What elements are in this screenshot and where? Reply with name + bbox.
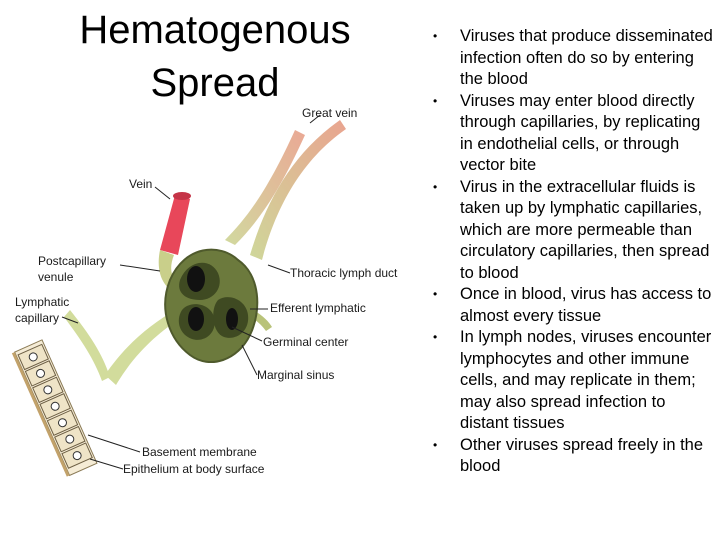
lymphatic-capillary-tail xyxy=(64,310,110,381)
label-thoracic-duct: Thoracic lymph duct xyxy=(290,266,398,280)
bullet-dot: • xyxy=(433,179,438,194)
thoracic-duct-vessel xyxy=(250,120,346,260)
label-efferent: Efferent lymphatic xyxy=(270,301,366,315)
label-basement: Basement membrane xyxy=(142,445,257,459)
leader-basement xyxy=(87,434,141,453)
bullet-text: Viruses that produce disseminated infect… xyxy=(460,27,713,88)
label-marginal: Marginal sinus xyxy=(257,368,334,382)
label-vein: Vein xyxy=(129,177,152,191)
vein-opening xyxy=(173,192,191,200)
germinal-center-dark-2 xyxy=(188,307,204,331)
bullet-item: • Once in blood, virus has access to almo… xyxy=(425,284,715,327)
bullet-item: • Viruses that produce disseminated infec… xyxy=(425,26,715,91)
leader-vein xyxy=(154,186,171,200)
bullet-dot: • xyxy=(433,287,438,301)
leader-epithelium xyxy=(89,458,124,470)
bullet-text: Virus in the extracellular fluids is tak… xyxy=(460,177,710,282)
lymphatic-capillary-vessel xyxy=(105,310,182,385)
bullet-item: • Viruses may enter blood directly throug… xyxy=(425,91,715,177)
bullet-dot: • xyxy=(433,330,438,344)
epithelium-column xyxy=(11,339,98,477)
label-postcapillary-2: venule xyxy=(38,270,74,284)
vein-vessel xyxy=(160,195,190,255)
label-epithelium: Epithelium at body surface xyxy=(123,462,265,476)
leader-lymphatic xyxy=(61,316,79,324)
label-germinal: Germinal center xyxy=(263,335,348,349)
leader-marginal xyxy=(241,344,258,376)
label-lymphatic-1: Lymphatic xyxy=(15,295,69,309)
germinal-center-dark-1 xyxy=(187,266,205,292)
bullet-text: Once in blood, virus has access to almos… xyxy=(460,285,712,325)
leader-germinal xyxy=(231,326,263,342)
label-great-vein: Great vein xyxy=(302,106,357,120)
label-postcapillary-1: Postcapillary xyxy=(38,254,106,268)
bullet-dot: • xyxy=(433,437,438,452)
bullet-text: Other viruses spread freely in the blood xyxy=(460,435,704,476)
leader-great-vein xyxy=(309,114,321,124)
label-lymphatic-2: capillary xyxy=(15,311,59,325)
slide-title: Hematogenous Spread xyxy=(79,8,351,105)
bullet-item: • Virus in the extracellular fluids is ta… xyxy=(425,177,715,285)
germinal-center-dark-3 xyxy=(226,308,238,330)
bullet-list: • Viruses that produce disseminated infec… xyxy=(425,26,715,478)
great-vein-left-vessel xyxy=(225,130,305,245)
bullet-text: Viruses may enter blood directly through… xyxy=(460,91,701,175)
leader-thoracic xyxy=(267,264,291,274)
leader-postcapillary xyxy=(119,264,161,272)
bullet-dot: • xyxy=(433,29,438,43)
bullet-item: • Other viruses spread freely in the bloo… xyxy=(425,435,715,478)
bullet-dot: • xyxy=(433,93,438,108)
bullet-item: • In lymph nodes, viruses encounter lymph… xyxy=(425,327,715,435)
hematogenous-spread-diagram: Great vein Vein Postcapillary venule Lym… xyxy=(10,95,410,485)
diagram-svg: Great vein Vein Postcapillary venule Lym… xyxy=(11,106,398,477)
bullet-text: In lymph nodes, viruses encounter lympho… xyxy=(460,328,712,432)
